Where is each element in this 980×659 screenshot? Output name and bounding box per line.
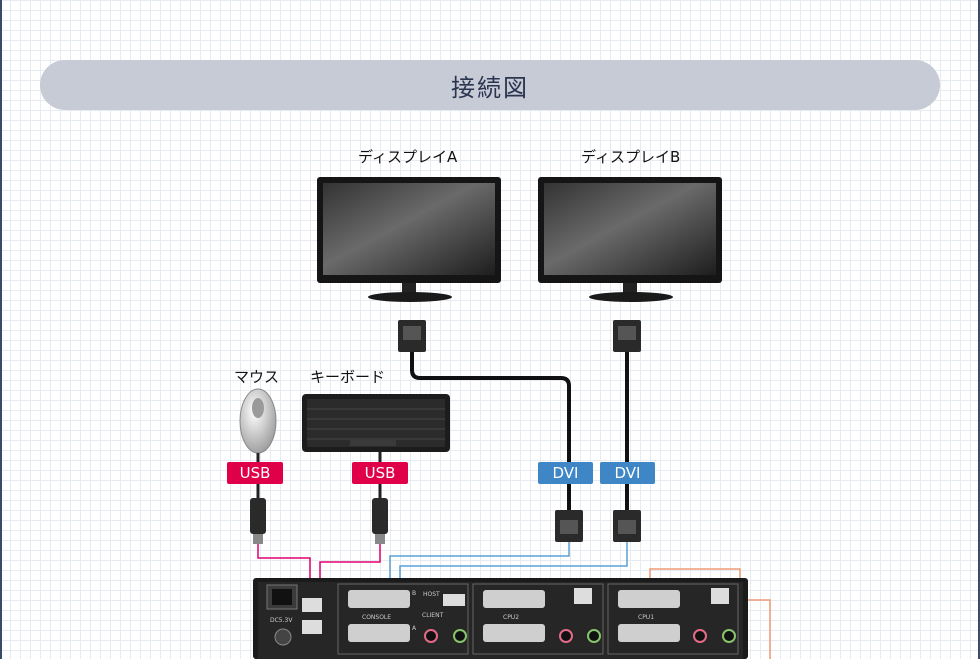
- dvi-badge-a: DVI: [538, 462, 593, 484]
- display-a-label: ディスプレイA: [358, 148, 458, 166]
- kvm-switch: [253, 578, 748, 659]
- kvm-port-b-label: B: [412, 590, 416, 597]
- page-border-left: [0, 0, 2, 659]
- display-b-monitor: [538, 177, 722, 302]
- dvi-connector-top-b: [613, 320, 641, 352]
- kvm-cpu1-label: CPU1: [638, 614, 654, 621]
- display-b-label: ディスプレイB: [581, 148, 681, 166]
- dvi-connector-bottom-b: [613, 510, 641, 542]
- dvi-badge-b: DVI: [600, 462, 655, 484]
- dvi-cable-a: [410, 352, 571, 515]
- keyboard-device: [302, 394, 450, 452]
- usb-badge-mouse: USB: [227, 462, 283, 484]
- dvi-connector-top-a: [398, 320, 426, 352]
- title-bar: 接続図: [40, 60, 940, 110]
- keyboard-label: キーボード: [310, 368, 386, 386]
- kvm-client-label: CLIENT: [422, 612, 444, 619]
- dvi-connector-bottom-a: [555, 510, 583, 542]
- kvm-dc-label: DC5.3V: [270, 617, 293, 624]
- kvm-host-label: HOST: [423, 591, 440, 598]
- page-title: 接続図: [451, 73, 529, 102]
- kvm-port-a-label: A: [412, 625, 417, 632]
- mouse-label: マウス: [234, 368, 280, 386]
- mouse-device: [239, 388, 277, 454]
- usb-plug-mouse: [250, 498, 266, 544]
- display-a-monitor: [317, 177, 501, 302]
- kvm-console-label: CONSOLE: [362, 614, 391, 621]
- usb-plug-keyboard: [372, 498, 388, 544]
- usb-badge-keyboard: USB: [352, 462, 408, 484]
- wire-dvi-a: [389, 542, 570, 598]
- page-border-right: [978, 0, 980, 659]
- kvm-cpu2-label: CPU2: [503, 614, 519, 621]
